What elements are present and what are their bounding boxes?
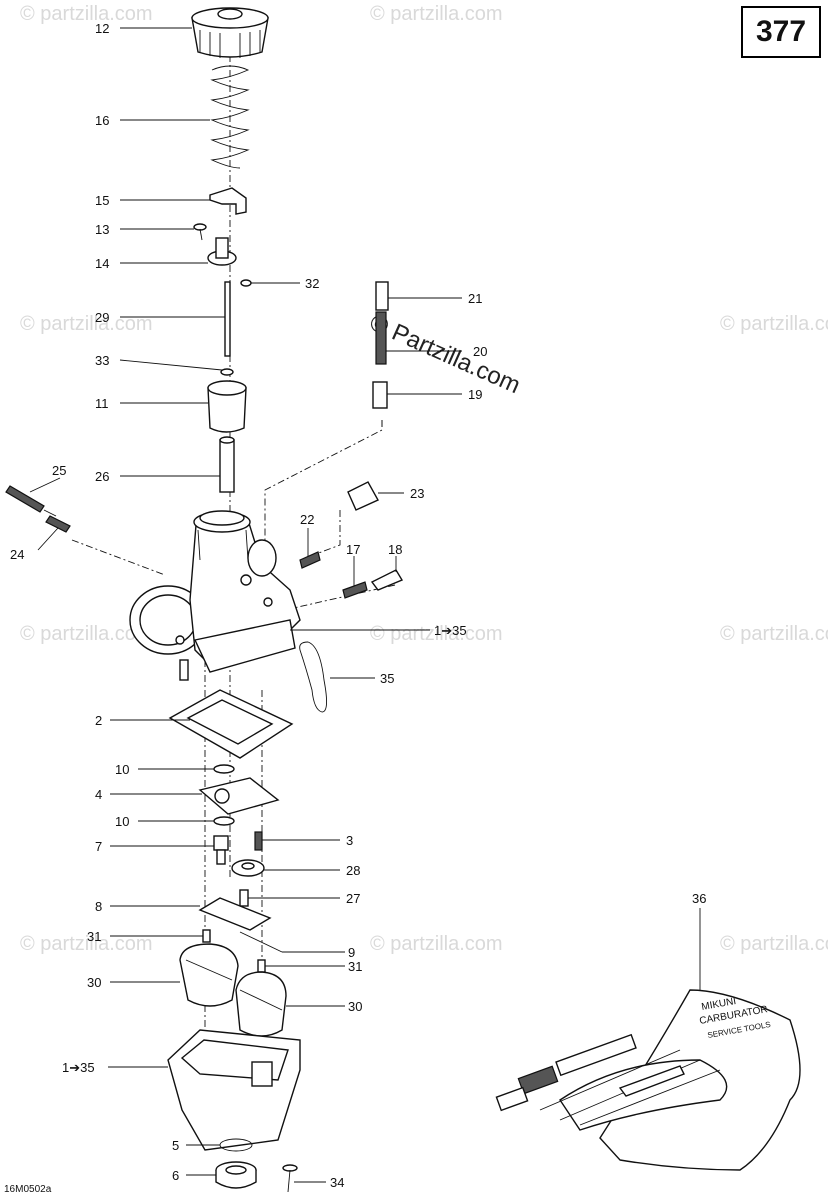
callout-11: 11 — [95, 396, 109, 411]
watermark: © partzilla.com — [20, 623, 153, 645]
callout-19: 19 — [468, 387, 482, 402]
watermark-center: © Partzilla.com — [366, 309, 525, 399]
callout-9: 9 — [348, 945, 355, 960]
float-bowl-gasket-part-35 — [299, 641, 327, 713]
callout-31-left: 31 — [87, 929, 101, 944]
watermark: © partzilla.com — [720, 313, 828, 335]
float-pin-part-31-left — [202, 929, 211, 943]
callout-28: 28 — [346, 863, 360, 878]
callout-30-left: 30 — [87, 975, 101, 990]
float-valve-seat-part-28 — [231, 859, 265, 877]
watermark: © partzilla.com — [720, 933, 828, 955]
callout-33: 33 — [95, 353, 109, 368]
callout-17: 17 — [346, 542, 360, 557]
callout-32: 32 — [305, 276, 319, 291]
screw-part-18 — [370, 569, 404, 591]
callout-29: 29 — [95, 310, 109, 325]
watermark: © partzilla.com — [370, 933, 503, 955]
callout-15: 15 — [95, 193, 109, 208]
callout-30-right: 30 — [348, 999, 362, 1014]
callout-25: 25 — [52, 463, 66, 478]
watermark: © partzilla.com — [370, 3, 503, 25]
washer-part-33 — [220, 368, 234, 376]
figure-code: 16M0502a — [4, 1184, 52, 1195]
callout-12: 12 — [95, 21, 109, 36]
watermark: © partzilla.com — [20, 313, 153, 335]
float-pin-part-9 — [239, 931, 283, 953]
tool-kit-part-36: MIKUNI CARBURATOR SERVICE TOOLS — [495, 989, 801, 1171]
callout-34: 34 — [330, 1175, 344, 1190]
callout-35: 35 — [380, 671, 394, 686]
callout-22: 22 — [300, 512, 314, 527]
clip-part-15 — [209, 187, 247, 215]
watermark: © partzilla.com — [20, 3, 153, 25]
callout-7: 7 — [95, 839, 102, 854]
callout-36: 36 — [692, 891, 706, 906]
plug-part-22 — [299, 551, 321, 569]
callout-10-lower: 10 — [115, 814, 129, 829]
callout-31-right: 31 — [348, 959, 362, 974]
callout-10-upper: 10 — [115, 762, 129, 777]
callout-8: 8 — [95, 899, 102, 914]
callout-1-35-lower: 1➔35 — [62, 1060, 95, 1075]
float-bowl — [167, 1029, 301, 1151]
screw-part-13 — [193, 223, 207, 241]
o-ring-part-10-lower — [213, 816, 235, 826]
float-part-30-right — [235, 971, 287, 1037]
callout-4: 4 — [95, 787, 102, 802]
screw-part-34 — [282, 1164, 298, 1193]
watermark: © partzilla.com — [370, 623, 503, 645]
e-clip-part-32 — [240, 279, 252, 287]
slide-part-11 — [207, 380, 247, 433]
callout-2: 2 — [95, 713, 102, 728]
float-arm-part-8 — [198, 897, 272, 931]
page-number-box: 377 — [741, 6, 821, 58]
float-pin-part-31-right — [257, 959, 266, 973]
callout-3: 3 — [346, 833, 353, 848]
watermark: © partzilla.com — [20, 933, 153, 955]
plate-part-14 — [207, 237, 237, 266]
callout-26: 26 — [95, 469, 109, 484]
callout-13: 13 — [95, 222, 109, 237]
rubber-cap-part-23 — [347, 481, 379, 511]
main-jet-part-7 — [213, 835, 229, 865]
callout-14: 14 — [95, 256, 109, 271]
plate-part-4 — [198, 777, 280, 815]
gasket-part-2 — [168, 689, 294, 759]
callout-20: 20 — [473, 344, 487, 359]
callout-5: 5 — [172, 1138, 179, 1153]
needle-jet-part-26 — [219, 436, 235, 493]
pilot-spring-part-24 — [45, 515, 71, 533]
pilot-jet-part-3 — [254, 831, 263, 851]
callout-16: 16 — [95, 113, 109, 128]
callout-6: 6 — [172, 1168, 179, 1183]
carburetor-body — [129, 510, 301, 681]
needle-valve-part-27 — [239, 889, 249, 907]
float-part-30-left — [179, 943, 239, 1007]
callout-24: 24 — [10, 547, 24, 562]
needle-part-29 — [224, 281, 231, 357]
callout-1-35-upper: 1➔35 — [434, 623, 467, 638]
watermarks: © partzilla.com © partzilla.com © partzi… — [20, 3, 828, 955]
drain-plug-part-6 — [215, 1161, 257, 1189]
callout-labels: 12 16 15 13 14 32 29 33 11 26 21 20 19 2… — [10, 21, 706, 1190]
cap-part-12 — [191, 7, 269, 58]
spring-part-16 — [210, 65, 250, 169]
callout-23: 23 — [410, 486, 424, 501]
callout-21: 21 — [468, 291, 482, 306]
callout-27: 27 — [346, 891, 360, 906]
leader-lines — [29, 27, 701, 1183]
cable-adjuster-parts-19-21 — [372, 281, 389, 409]
o-ring-part-10-upper — [213, 764, 235, 774]
watermark: © partzilla.com — [720, 623, 828, 645]
callout-18: 18 — [388, 542, 402, 557]
spring-part-17 — [342, 581, 368, 599]
pilot-screw-part-25 — [5, 485, 57, 517]
